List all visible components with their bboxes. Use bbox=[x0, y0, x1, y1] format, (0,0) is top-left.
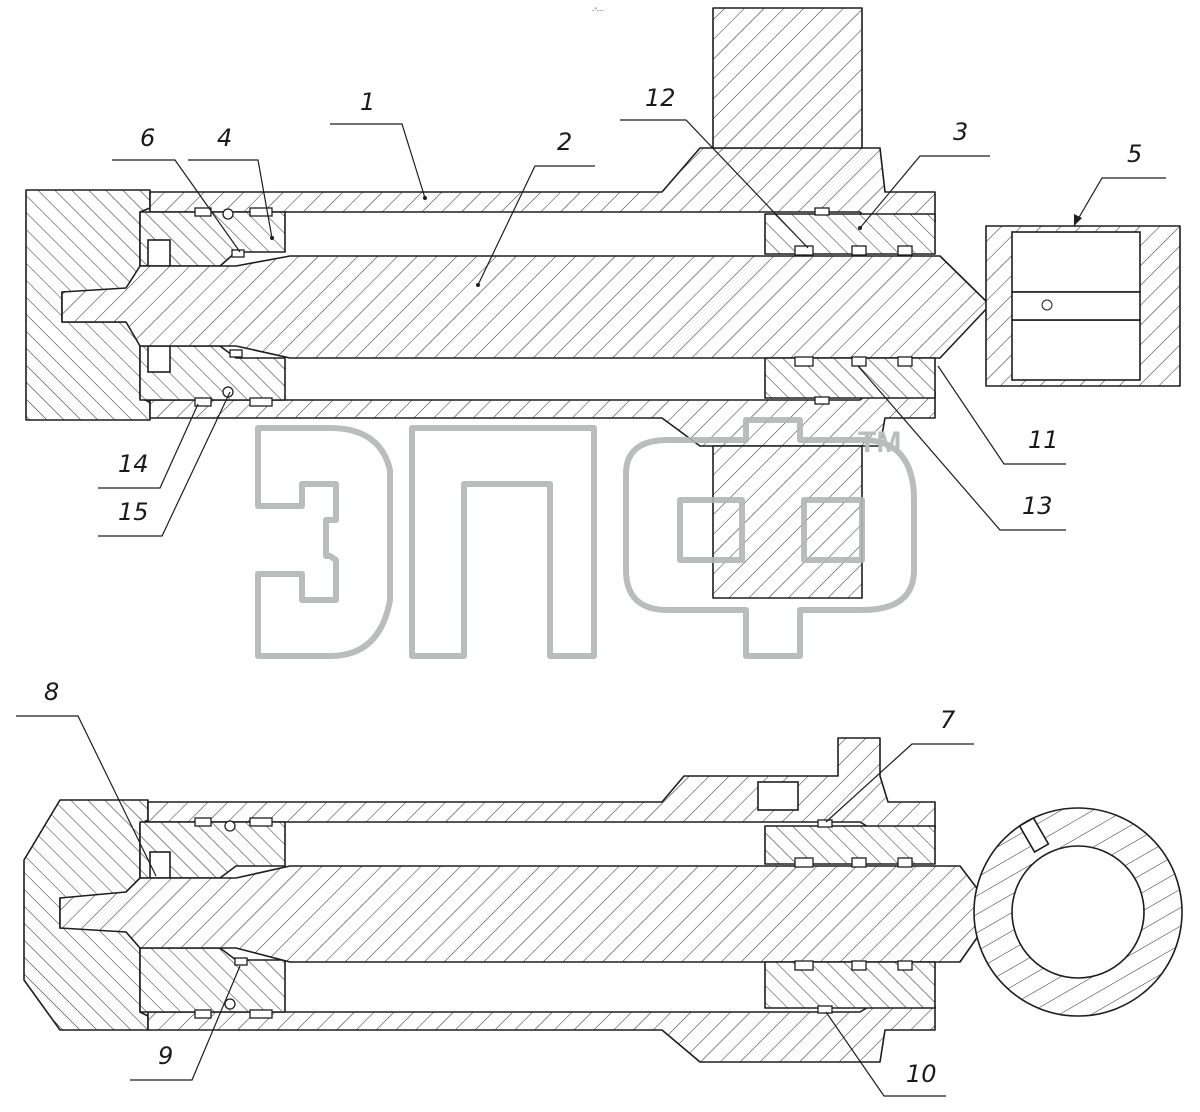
callout-8: 8 bbox=[44, 678, 59, 706]
leader-12 bbox=[620, 119, 809, 249]
top-port-boss bbox=[712, 7, 863, 149]
top-gland-seal-c bbox=[897, 245, 913, 256]
leader-3 bbox=[859, 155, 990, 229]
top-gland-upper bbox=[764, 213, 936, 255]
callout-5: 5 bbox=[1127, 140, 1142, 168]
callout-1: 1 bbox=[360, 88, 375, 116]
top-gland-seal-e bbox=[851, 356, 867, 367]
top-rod-eye-slot bbox=[1011, 291, 1141, 321]
watermark-inner-right bbox=[801, 497, 865, 563]
bottom-barrel-upper-wall bbox=[147, 737, 936, 829]
callout-11: 11 bbox=[1028, 426, 1059, 454]
top-piston-pocket-upper bbox=[147, 239, 171, 267]
top-seal-b bbox=[249, 207, 273, 217]
bottom-oring-b bbox=[224, 998, 236, 1010]
top-gland-seal-a bbox=[794, 245, 814, 256]
top-seal-c bbox=[194, 397, 212, 407]
callout-labels: 1 2 3 4 5 6 7 8 9 10 11 12 13 14 15 bbox=[44, 84, 1142, 1088]
callout-leaders bbox=[16, 119, 1166, 1097]
leader-6 bbox=[112, 159, 241, 253]
top-gland-seal-f bbox=[897, 356, 913, 367]
bottom-gland-seal-e bbox=[851, 960, 867, 971]
bottom-piston-rod bbox=[59, 865, 996, 963]
watermark-inner-left bbox=[677, 497, 745, 563]
top-gland-seal-b bbox=[851, 245, 867, 256]
bottom-gland-upper bbox=[764, 825, 936, 865]
top-rod-eye-bore-upper bbox=[1011, 231, 1141, 293]
leader-15 bbox=[98, 391, 231, 537]
bottom-gland-seal-b bbox=[851, 857, 867, 868]
bottom-gland-seal-g bbox=[817, 1005, 833, 1014]
top-piston-pocket-lower bbox=[147, 345, 171, 373]
callout-6: 6 bbox=[140, 124, 155, 152]
top-seal-a bbox=[194, 207, 212, 217]
top-gland-lower bbox=[764, 357, 936, 399]
trademark-symbol: TM bbox=[858, 426, 901, 459]
top-cylinder-assembly bbox=[25, 7, 1181, 599]
leader-14 bbox=[98, 403, 199, 489]
leader-5 bbox=[1073, 177, 1166, 227]
top-mark: -°--- bbox=[592, 7, 604, 14]
bottom-seal-a bbox=[194, 817, 212, 827]
bottom-piston-lower bbox=[139, 947, 286, 1013]
bottom-rod-eye-grease-fitting bbox=[1018, 816, 1050, 854]
leader-2 bbox=[477, 165, 595, 286]
top-gland-seal-g bbox=[814, 207, 830, 216]
top-seal-e bbox=[229, 349, 243, 358]
bottom-gland-lower bbox=[764, 961, 936, 1009]
callout-7: 7 bbox=[940, 706, 956, 734]
bottom-gland-seal-a bbox=[794, 857, 814, 868]
leader-8 bbox=[16, 715, 157, 877]
leader-7 bbox=[825, 743, 974, 823]
top-barrel-upper-wall bbox=[149, 147, 936, 223]
watermark-logo: TM bbox=[255, 417, 917, 659]
leader-1 bbox=[330, 123, 426, 199]
top-gland-seal-d bbox=[794, 356, 814, 367]
bottom-seal-d bbox=[249, 1009, 273, 1019]
bottom-seal-e bbox=[234, 957, 248, 966]
callout-4: 4 bbox=[217, 124, 232, 152]
top-rod-eye-hole bbox=[1041, 299, 1053, 311]
top-seal-d bbox=[249, 397, 273, 407]
bottom-cylinder-assembly bbox=[23, 737, 1183, 1063]
bottom-seal-b bbox=[249, 817, 273, 827]
callout-9: 9 bbox=[158, 1042, 173, 1070]
callout-12: 12 bbox=[645, 84, 676, 112]
leader-9 bbox=[130, 965, 241, 1081]
leader-4 bbox=[188, 159, 273, 239]
bottom-piston-pocket bbox=[149, 851, 171, 879]
top-mount-boss bbox=[712, 445, 863, 599]
bottom-seal-c bbox=[194, 1009, 212, 1019]
bottom-gland-seal-c bbox=[897, 857, 913, 868]
top-oring-a bbox=[222, 208, 234, 220]
bottom-gland-seal-f bbox=[897, 960, 913, 971]
leader-13 bbox=[857, 365, 1066, 531]
top-gland-seal-h bbox=[814, 396, 830, 405]
callout-13: 13 bbox=[1022, 492, 1053, 520]
leader-11 bbox=[937, 365, 1066, 465]
callout-10: 10 bbox=[906, 1060, 937, 1088]
bottom-gland-seal-d bbox=[794, 960, 814, 971]
callout-14: 14 bbox=[118, 450, 149, 478]
bottom-port bbox=[757, 781, 799, 811]
leader-10 bbox=[825, 1011, 946, 1097]
callout-3: 3 bbox=[953, 118, 968, 146]
callout-15: 15 bbox=[118, 498, 149, 526]
top-seal-f bbox=[231, 249, 245, 258]
top-rod-eye-bore-lower bbox=[1011, 319, 1141, 381]
callout-2: 2 bbox=[557, 128, 572, 156]
bottom-oring-a bbox=[224, 820, 236, 832]
bottom-rod-eye-bore bbox=[1011, 845, 1145, 979]
bottom-gland-seal-h bbox=[817, 819, 833, 828]
top-piston-rod bbox=[61, 255, 991, 359]
